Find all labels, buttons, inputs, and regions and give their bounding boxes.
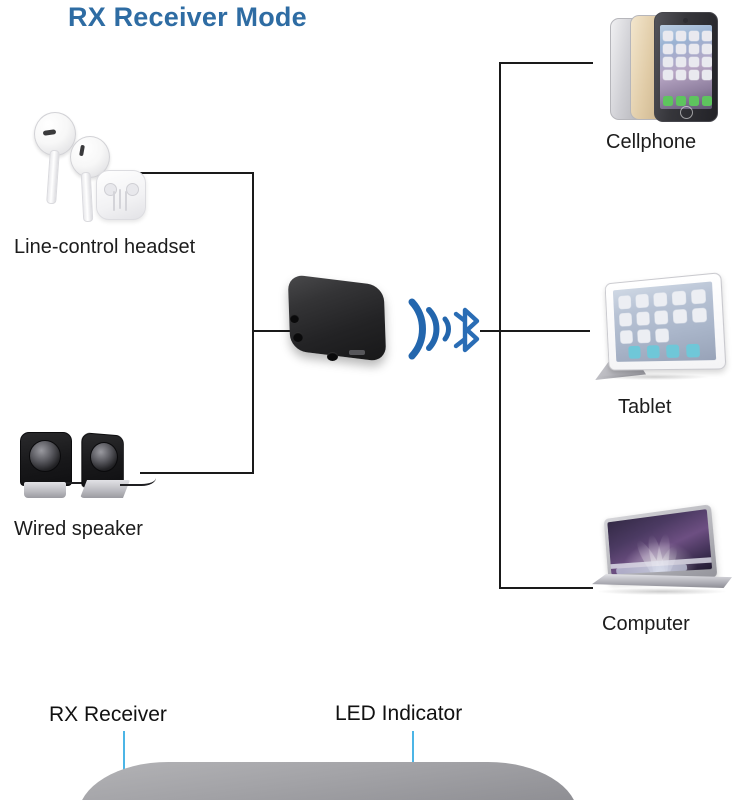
callout-label-rx-receiver: RX Receiver — [49, 703, 167, 726]
laptop-icon — [592, 504, 734, 604]
bluetooth-receiver-icon — [283, 273, 391, 376]
connector-cellphone-line — [499, 62, 593, 64]
phone-camera — [683, 18, 688, 23]
receiver-usb-port — [349, 350, 365, 355]
receiver-aux-port — [327, 352, 338, 361]
tablet-body — [604, 272, 727, 371]
label-cellphone: Cellphone — [606, 131, 697, 153]
connector-computer-line — [499, 587, 593, 589]
tablet-app-grid — [618, 289, 708, 344]
earbud-grill — [42, 129, 57, 136]
speaker-driver — [29, 440, 61, 472]
callout-label-led-indicator: LED Indicator — [335, 702, 463, 725]
phone-screen — [660, 25, 712, 109]
page-title: RX Receiver Mode — [68, 2, 307, 32]
label-wired-speaker: Wired speaker — [14, 518, 143, 540]
earbuds-icon — [18, 108, 158, 228]
case-cord — [119, 189, 121, 209]
speaker-cable — [120, 466, 156, 486]
connector-headset-line — [140, 172, 254, 174]
tablet-icon — [590, 272, 727, 386]
wireless-signal-icon — [408, 298, 451, 360]
laptop-screen — [607, 509, 713, 575]
label-tablet: Tablet — [618, 396, 672, 418]
leader-line-rx-receiver — [123, 731, 125, 800]
connector-right-spine — [499, 62, 501, 588]
bluetooth-icon — [453, 307, 480, 353]
connector-left-to-receiver — [252, 330, 294, 332]
label-line-control-headset: Line-control headset — [14, 236, 196, 258]
tablet-dock — [628, 343, 701, 359]
receiver-button — [293, 332, 303, 342]
laptop-shadow — [598, 588, 726, 595]
desktop-speakers-icon — [16, 432, 166, 508]
smartphone-icon — [610, 10, 722, 122]
connector-left-spine — [252, 172, 254, 474]
speaker-base — [80, 480, 130, 498]
phone-dock — [663, 96, 712, 106]
connector-tablet-line — [480, 330, 590, 332]
tablet-screen — [612, 281, 717, 362]
case-bud-right — [126, 183, 139, 196]
speaker-base — [24, 482, 66, 498]
receiver-body — [287, 273, 387, 363]
case-bud-left — [104, 183, 117, 196]
product-photo-receiver — [78, 762, 578, 800]
speaker-driver — [90, 442, 118, 472]
case-cord — [113, 191, 115, 211]
receiver-audio-jack — [290, 314, 299, 323]
phone-space-gray — [654, 12, 718, 122]
earbud-grill — [79, 144, 85, 157]
earbud-left-icon — [34, 112, 76, 156]
laptop-base — [592, 574, 732, 588]
phone-home-button — [680, 106, 693, 119]
case-cord — [125, 191, 127, 211]
connector-speaker-line — [140, 472, 254, 474]
phone-app-grid — [663, 31, 712, 80]
earbud-stem-left — [46, 149, 60, 205]
earbud-stem-right — [80, 171, 94, 223]
laptop-lid — [603, 504, 718, 583]
label-computer: Computer — [602, 613, 690, 635]
tablet-shadow — [600, 374, 708, 380]
earphone-case-icon — [96, 170, 146, 220]
